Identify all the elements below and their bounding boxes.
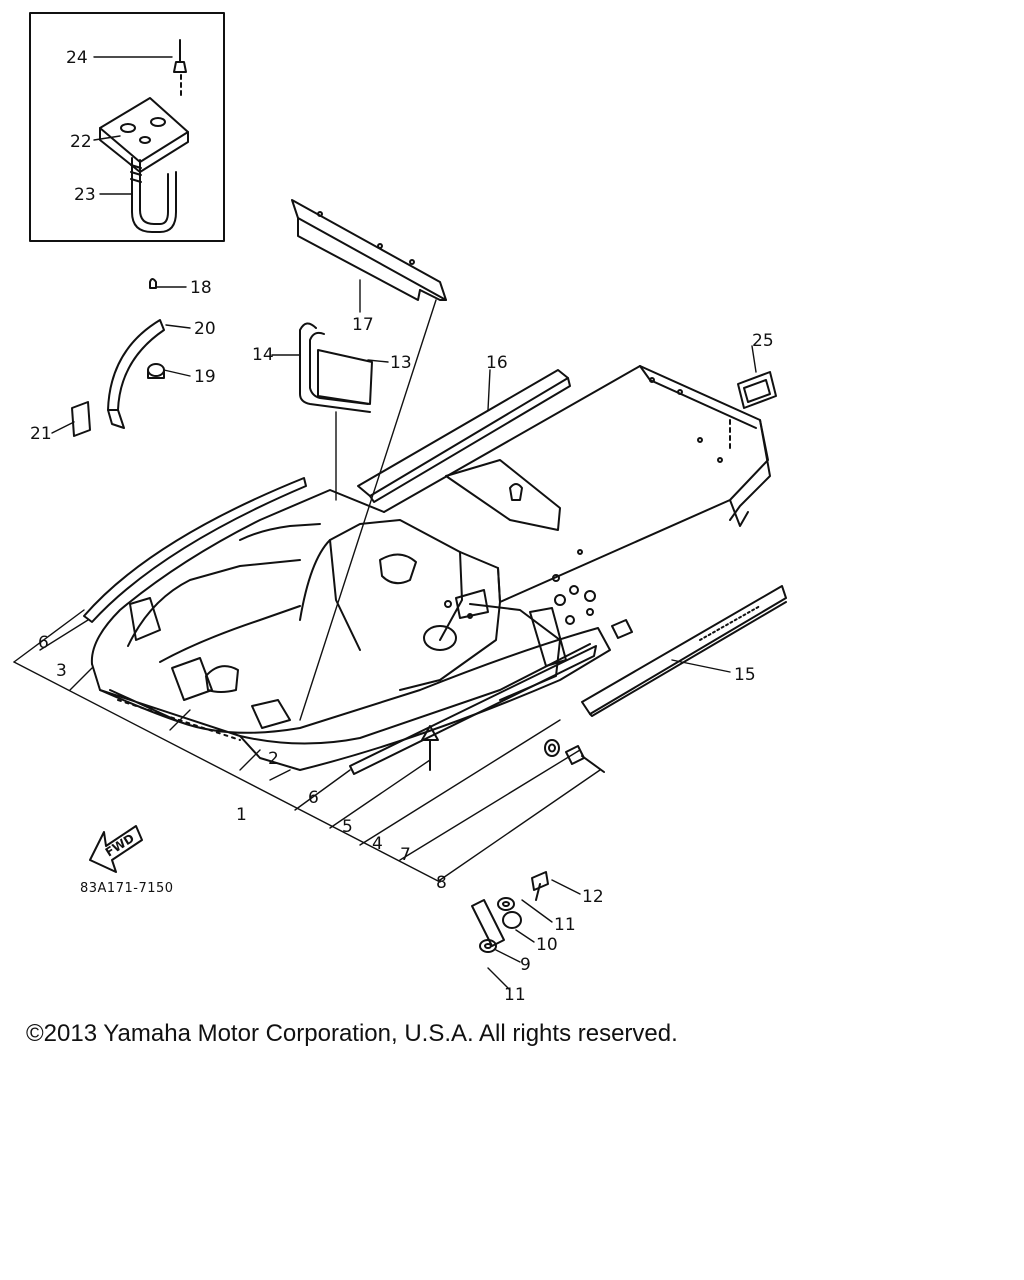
fasteners	[421, 725, 605, 773]
callout-19: 19	[194, 367, 216, 387]
callout-6-bottom: 6	[308, 788, 319, 808]
callout-24: 24	[66, 48, 88, 68]
callout-5: 5	[342, 817, 353, 837]
callout-7: 7	[400, 845, 411, 865]
callout-1: 1	[236, 805, 247, 825]
callout-6-left: 6	[38, 633, 49, 653]
callout-14: 14	[252, 345, 274, 365]
callout-11-lower: 11	[504, 985, 526, 1005]
callout-17: 17	[352, 315, 374, 335]
part-18-21-fittings	[71, 278, 165, 437]
callout-10: 10	[536, 935, 558, 955]
part-code: 83A171-7150	[80, 881, 174, 896]
callout-12: 12	[582, 887, 604, 907]
parts-diagram: FWD 24 22 23 18 20 19 21 17 14 13 16 25 …	[13, 12, 787, 1005]
callout-18: 18	[190, 278, 212, 298]
callout-13: 13	[390, 353, 412, 373]
callout-4: 4	[372, 834, 383, 854]
callout-2: 2	[268, 749, 279, 769]
callout-3: 3	[56, 661, 67, 681]
reference-lines	[13, 299, 601, 883]
callout-leaders	[51, 56, 757, 991]
callout-25: 25	[752, 331, 774, 351]
hardware-cluster	[471, 871, 549, 953]
part-16-strip	[357, 369, 571, 503]
callout-22: 22	[70, 132, 92, 152]
callout-8: 8	[436, 873, 447, 893]
part-25-badge	[737, 371, 777, 409]
callout-16: 16	[486, 353, 508, 373]
callout-23: 23	[74, 185, 96, 205]
part-13-14-handle	[299, 322, 373, 413]
callout-labels: 24 22 23 18 20 19 21 17 14 13 16 25 15 6…	[30, 48, 774, 1005]
part-17-plate	[291, 199, 447, 301]
callout-20: 20	[194, 319, 216, 339]
callout-9: 9	[520, 955, 531, 975]
inset-box	[29, 12, 225, 242]
copyright-notice: ©2013 Yamaha Motor Corporation, U.S.A. A…	[26, 1020, 678, 1047]
forward-arrow-icon: FWD	[89, 825, 143, 873]
callout-11-upper: 11	[554, 915, 576, 935]
part-15-decal	[581, 585, 787, 717]
callout-21: 21	[30, 424, 52, 444]
hull-body	[83, 365, 771, 775]
callout-15: 15	[734, 665, 756, 685]
